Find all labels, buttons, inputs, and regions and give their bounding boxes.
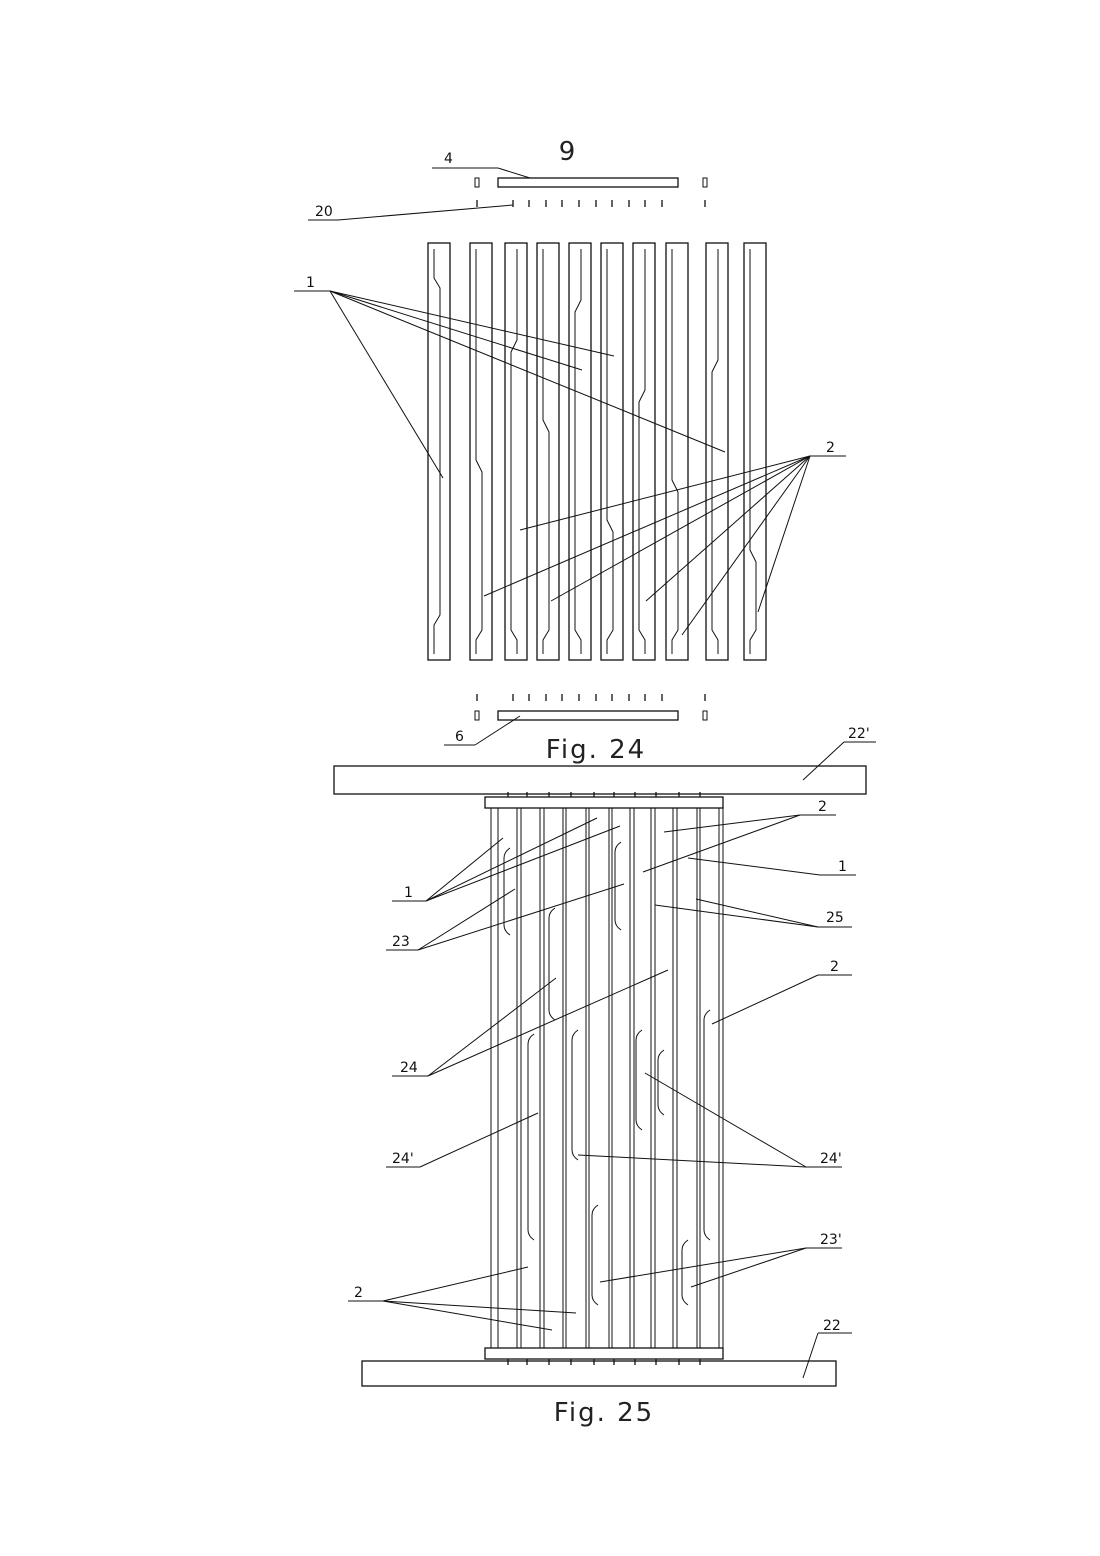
plate-outline <box>536 242 560 661</box>
label-23-prime: 23' <box>820 1232 842 1248</box>
fig24-leaders <box>294 167 846 746</box>
step-profile <box>571 1029 579 1161</box>
plate-step <box>527 1033 535 1241</box>
inner-profile <box>542 249 550 654</box>
bottom-right-clip <box>702 710 708 721</box>
page-number: 9 <box>559 137 576 167</box>
top-left-clip <box>474 177 480 188</box>
bottom-fastener-row <box>476 694 706 701</box>
top-cover-plate <box>497 177 679 188</box>
plate-step <box>591 1204 599 1306</box>
plate-outline <box>568 242 592 661</box>
inner-profile <box>606 249 614 654</box>
bottom-holder-plate <box>484 1347 724 1360</box>
top-holder-plate <box>484 796 724 809</box>
label-23: 23 <box>392 934 410 950</box>
inner-profile <box>574 249 582 654</box>
top-right-clip <box>702 177 708 188</box>
label-24: 24 <box>400 1060 418 1076</box>
label-24-prime-right: 24' <box>820 1151 842 1167</box>
fig25-leaders <box>348 741 876 1379</box>
step-profile <box>657 1049 665 1116</box>
bottom-cover-plate <box>497 710 679 721</box>
plate-stack <box>490 808 724 1348</box>
plate-step <box>657 1049 665 1116</box>
plate-outline <box>743 242 767 661</box>
plate-step <box>703 1009 711 1241</box>
fig-25: 22' 2 1 25 2 1 23 24 24' 24' 23' 2 22 Fi… <box>333 726 876 1428</box>
top-fastener-row <box>476 200 706 207</box>
inner-profile <box>671 249 679 654</box>
plate-step <box>548 907 556 1021</box>
label-22: 22 <box>823 1318 841 1334</box>
plate-step <box>614 841 622 931</box>
label-2-right: 2 <box>830 959 839 975</box>
label-20: 20 <box>315 204 333 220</box>
fig25-caption: Fig. 25 <box>554 1398 654 1428</box>
plate-strip <box>632 242 656 661</box>
label-1: 1 <box>306 275 315 291</box>
fig-24: 4 20 1 2 6 Fig. 24 <box>294 151 846 765</box>
step-profile <box>635 1029 643 1131</box>
inner-profile <box>510 249 518 654</box>
plate-strip <box>705 242 729 661</box>
plate-step <box>503 847 511 936</box>
inner-profile <box>638 249 646 654</box>
plate-strip <box>469 242 493 661</box>
inner-profile <box>749 249 757 654</box>
plate-step <box>635 1029 643 1131</box>
bottom-base-plate <box>361 1360 837 1387</box>
label-24-prime-left: 24' <box>392 1151 414 1167</box>
plate-outline <box>427 242 451 661</box>
label-2-bottom-left: 2 <box>354 1285 363 1301</box>
top-pin-row <box>507 792 701 797</box>
plate-step <box>571 1029 579 1161</box>
label-6: 6 <box>455 729 464 745</box>
fig24-caption: Fig. 24 <box>546 735 646 765</box>
plate-strip <box>600 242 624 661</box>
step-profile <box>703 1009 711 1241</box>
step-profile <box>548 907 556 1021</box>
plate-strip <box>568 242 592 661</box>
inner-profile <box>433 249 441 654</box>
label-1-right: 1 <box>838 859 847 875</box>
label-2: 2 <box>826 440 835 456</box>
plate-strip <box>743 242 767 661</box>
plate-strip-row <box>427 242 767 661</box>
top-base-plate <box>333 765 867 795</box>
inner-profile <box>475 249 483 654</box>
plate-outline <box>705 242 729 661</box>
label-25: 25 <box>826 910 844 926</box>
plate-outline <box>504 242 528 661</box>
plate-outline <box>665 242 689 661</box>
step-profile <box>503 847 511 936</box>
label-22-prime: 22' <box>848 726 870 742</box>
step-profile <box>527 1033 535 1241</box>
plate-outline <box>600 242 624 661</box>
bottom-left-clip <box>474 710 480 721</box>
step-profile <box>681 1239 689 1306</box>
label-1-left: 1 <box>404 885 413 901</box>
plate-outline <box>469 242 493 661</box>
plate-strip <box>665 242 689 661</box>
step-profile <box>614 841 622 931</box>
bottom-pin-row <box>507 1359 701 1365</box>
plate-outline <box>632 242 656 661</box>
step-profile <box>591 1204 599 1306</box>
inner-profile <box>711 249 719 654</box>
label-4: 4 <box>444 151 453 167</box>
plate-strip <box>504 242 528 661</box>
plate-strip <box>536 242 560 661</box>
plate-step <box>681 1239 689 1306</box>
label-2-top: 2 <box>818 799 827 815</box>
plate-strip <box>427 242 451 661</box>
